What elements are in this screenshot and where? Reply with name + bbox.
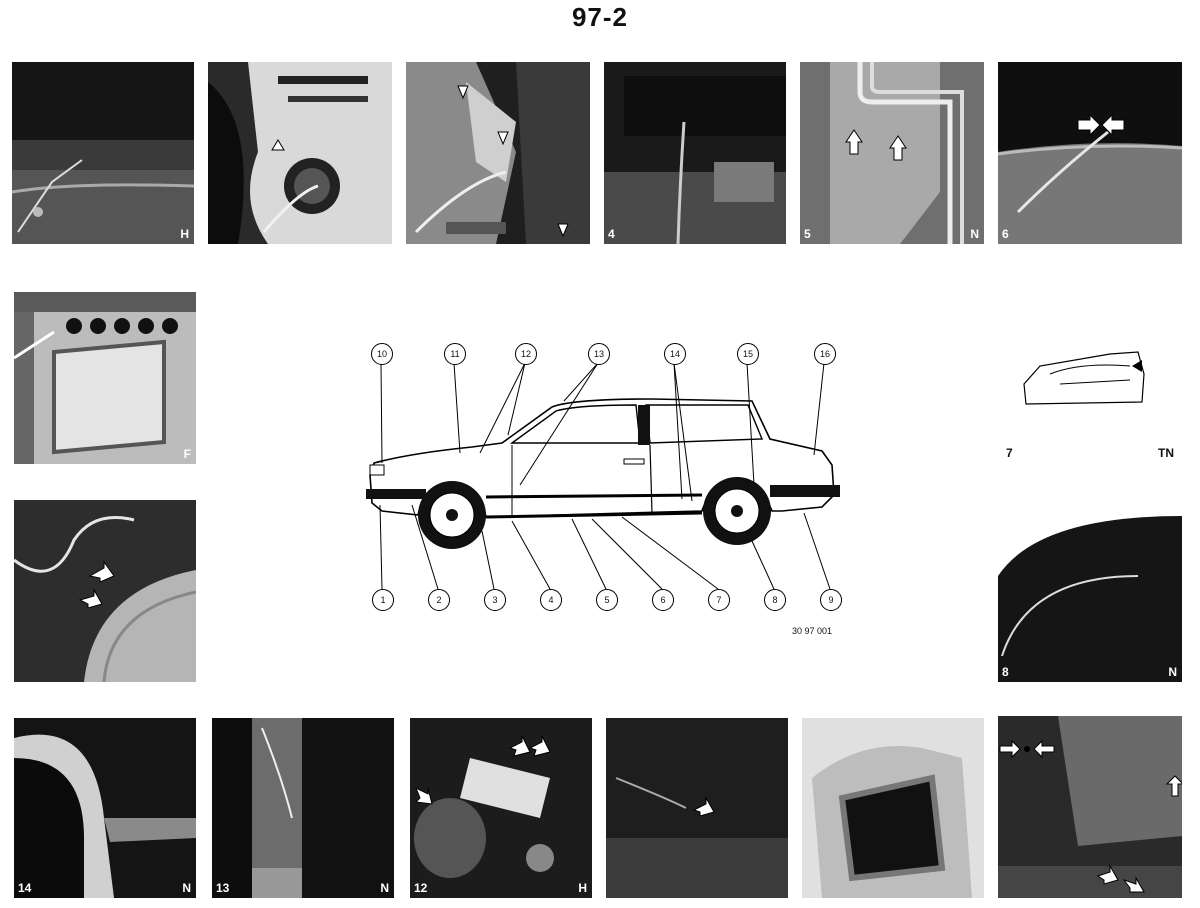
photo-left-1: F [14,292,196,464]
photo-bot-13: 13 N [212,718,394,898]
callout-label: 15 [742,349,753,359]
page-title: 97-2 [571,2,629,32]
callout-label: 14 [669,349,680,359]
photo-bot-12: 12 H [410,718,592,898]
photo-bot-10 [802,718,984,898]
photo-bot-14: 14 N [14,718,196,898]
callout-16: 16 [814,343,836,365]
photo-letter: N [380,881,389,895]
photo-letter: N [1168,665,1177,679]
photo-left-2-art [14,500,196,682]
callout-label: 16 [819,349,830,359]
photo-bot-9-art [998,716,1182,898]
callout-label: 1 [380,595,386,605]
photo-top-2-art [208,62,392,244]
photo-bot-10-art [802,718,984,898]
photo-letter: H [180,227,189,241]
photo-left-2 [14,500,196,682]
photo-top-1-art [12,62,194,244]
callout-label: 3 [492,595,498,605]
item7-number: 7 [1006,446,1013,460]
photo-letter: H [578,881,587,895]
callout-11: 11 [444,343,466,365]
photo-bot-12-art [410,718,592,898]
photo-top-6-art [998,62,1182,244]
photo-number: 6 [1002,227,1009,241]
photo-bot-13-art [212,718,394,898]
callout-label: 5 [604,595,610,605]
photo-letter: F [183,447,191,461]
photo-top-4: 4 [604,62,786,244]
part-code: 30 97 001 [792,626,833,636]
callout-label: 6 [660,595,666,605]
callout-14: 14 [664,343,686,365]
photo-letter: N [970,227,979,241]
callout-label: 10 [376,349,387,359]
photo-top-3 [406,62,590,244]
photo-number: 14 [18,881,32,895]
callout-15: 15 [737,343,759,365]
photo-bot-11 [606,718,788,898]
callout-1: 1 [372,589,394,611]
item7-sketch-art [1023,351,1145,405]
photo-top-5-art [800,62,984,244]
callout-2: 2 [428,589,450,611]
photo-right-8: 8 N [998,516,1182,682]
photo-top-1: H [12,62,194,244]
photo-number: 12 [414,881,428,895]
photo-bot-9 [998,716,1182,898]
photo-bot-11-art [606,718,788,898]
photo-number: 8 [1002,665,1009,679]
photo-number: 5 [804,227,811,241]
callout-7: 7 [708,589,730,611]
callout-4: 4 [540,589,562,611]
callout-9: 9 [820,589,842,611]
photo-bot-14-art [14,718,196,898]
photo-number: 13 [216,881,230,895]
callout-label: 13 [593,349,604,359]
callout-12: 12 [515,343,537,365]
callout-6: 6 [652,589,674,611]
photo-letter: N [182,881,191,895]
item7-letter: TN [1158,446,1174,460]
photo-top-3-art [406,62,590,244]
item7-sketch [1020,344,1150,424]
callout-label: 12 [520,349,531,359]
photo-top-4-art [604,62,786,244]
callout-10: 10 [371,343,393,365]
callout-8: 8 [764,589,786,611]
photo-left-1-art [14,292,196,464]
callout-label: 11 [450,349,460,359]
callout-label: 2 [436,595,442,605]
car-side-diagram [352,335,860,615]
callout-5: 5 [596,589,618,611]
callout-label: 9 [828,595,834,605]
callout-3: 3 [484,589,506,611]
photo-top-6: 6 [998,62,1182,244]
photo-number: 4 [608,227,615,241]
photo-top-5: 5 N [800,62,984,244]
photo-top-2 [208,62,392,244]
callout-label: 4 [548,595,554,605]
callout-13: 13 [588,343,610,365]
photo-right-8-art [998,516,1182,682]
callout-label: 7 [716,595,722,605]
callout-label: 8 [772,595,778,605]
car-drawing [366,362,840,590]
